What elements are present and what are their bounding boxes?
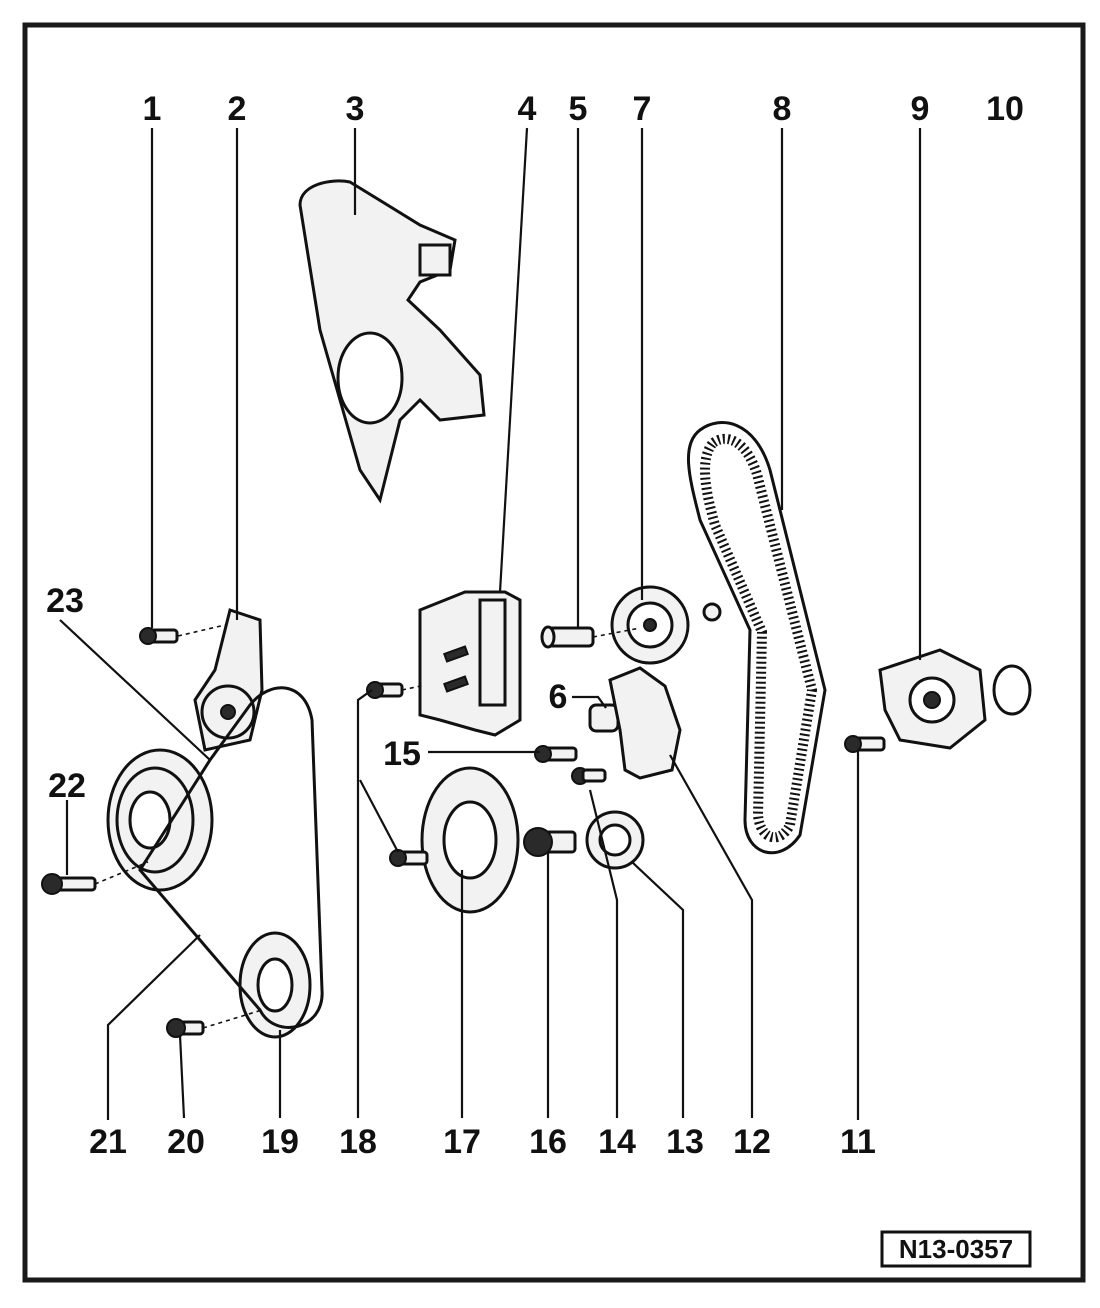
callout-8: 8 [773, 90, 792, 128]
callout-4: 4 [518, 90, 537, 128]
crankshaft-sprocket [585, 810, 645, 870]
callout-17: 17 [443, 1123, 481, 1161]
callout-3: 3 [346, 90, 365, 128]
callout-9: 9 [911, 90, 930, 128]
callout-1: 1 [143, 90, 162, 128]
timing-cover-bracket [418, 590, 522, 737]
callout-20: 20 [167, 1123, 205, 1161]
callout-23: 23 [46, 582, 84, 620]
vibration-damper-pulley [106, 748, 214, 892]
bolt-22 [41, 873, 97, 895]
ribbed-v-belt [138, 686, 324, 1029]
diagram-frame [22, 22, 1086, 1283]
reference-code-label: N13-0357 [880, 1230, 1032, 1268]
lower-timing-cover [420, 766, 520, 914]
assembly-axis-20 [202, 1009, 263, 1029]
timing-belt [687, 421, 827, 855]
spacer-sleeve [588, 703, 620, 733]
ribbed-belt-tensioner [193, 608, 264, 752]
callout-6: 6 [549, 678, 568, 716]
leader-lines [59, 127, 922, 1120]
callout-13: 13 [666, 1123, 704, 1161]
callout-5: 5 [569, 90, 588, 128]
tensioner-roller [610, 585, 722, 665]
callout-7: 7 [633, 90, 652, 128]
o-ring [992, 664, 1032, 716]
bolt-15 [534, 745, 578, 763]
callout-10: 10 [986, 90, 1024, 128]
tensioner-bolt [540, 625, 595, 649]
reference-code-text: N13-0357 [899, 1234, 1013, 1264]
callout-18: 18 [339, 1123, 377, 1161]
callout-22: 22 [48, 767, 86, 805]
idler-bracket [608, 666, 682, 780]
callout-19: 19 [261, 1123, 299, 1161]
lower-pulley [238, 931, 312, 1039]
callout-14: 14 [598, 1123, 636, 1161]
callout-21: 21 [89, 1123, 127, 1161]
bolt-18-upper [366, 681, 404, 699]
bolt-1 [139, 627, 179, 645]
callout-16: 16 [529, 1123, 567, 1161]
assembly-axis-18 [401, 684, 426, 691]
crankshaft-bolt [523, 827, 577, 857]
bolt-11 [844, 735, 886, 753]
bolt-14 [571, 767, 607, 785]
assembly-axis-22 [94, 861, 149, 885]
coolant-pump [878, 648, 987, 750]
callout-12: 12 [733, 1123, 771, 1161]
bolt-18-lower [389, 849, 429, 867]
callout-2: 2 [228, 90, 247, 128]
callout-15: 15 [383, 735, 421, 773]
upper-timing-cover [298, 179, 486, 504]
callout-11: 11 [840, 1123, 876, 1161]
bolt-20 [166, 1018, 205, 1038]
callout-numbers: 1 2 3 4 5 7 8 9 10 23 22 6 15 21 20 19 1… [46, 90, 1024, 1161]
assembly-axis-1 [177, 624, 226, 637]
